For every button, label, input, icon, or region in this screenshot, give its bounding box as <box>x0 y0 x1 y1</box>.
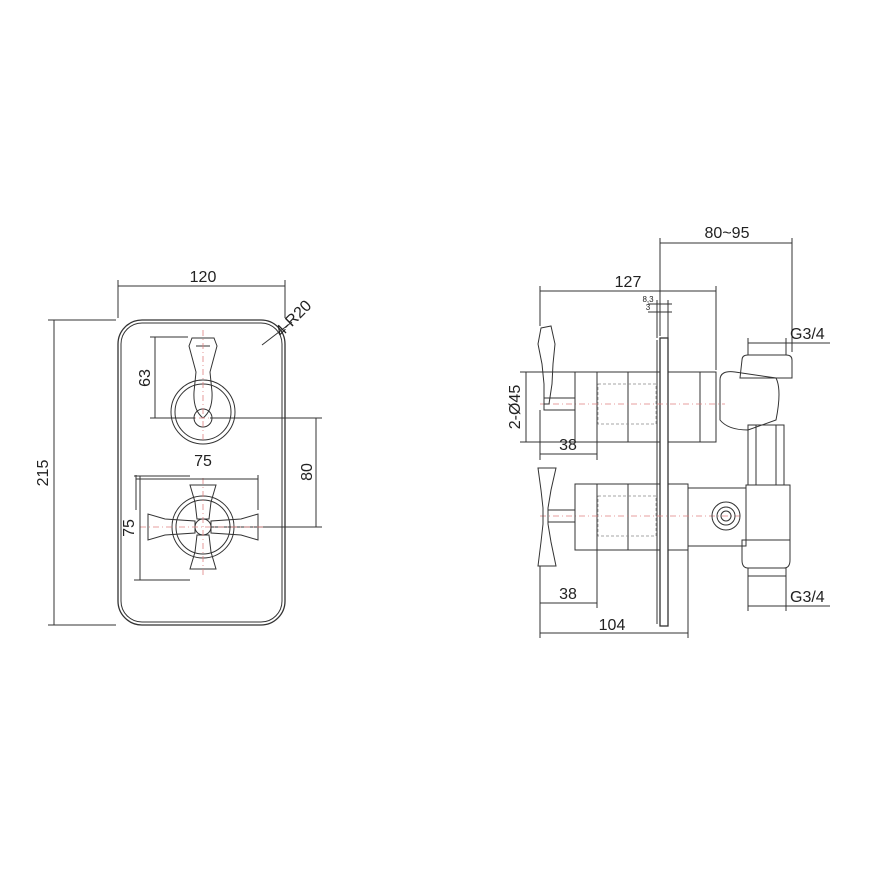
overall-depth-label: 127 <box>615 274 642 291</box>
side-view: 80~95 127 8,3 3 2-Ø45 38 38 104 <box>507 225 830 638</box>
faceplate-outline <box>117 319 286 626</box>
cross-handle <box>140 478 266 578</box>
faceplate-inner-outline <box>120 322 283 623</box>
plate-bottom-label: 3 <box>646 303 651 312</box>
corner-radius-label: 4-R20 <box>272 297 315 340</box>
front-height-label: 215 <box>35 460 52 487</box>
inlet-pipe <box>711 342 793 577</box>
lever-handle <box>160 330 260 445</box>
inlet-top-label: G3/4 <box>790 326 825 343</box>
inlet-bottom-label: G3/4 <box>790 589 825 606</box>
cross-height-label: 75 <box>121 519 138 537</box>
outlet-port <box>711 501 741 531</box>
wall-plate <box>659 337 669 627</box>
front-width-label: 120 <box>190 269 217 286</box>
handle-spacing-label: 80 <box>299 463 316 481</box>
diameter-label: 2-Ø45 <box>507 385 524 430</box>
lever-projection-label: 38 <box>559 437 577 454</box>
cross-width-label: 75 <box>194 453 212 470</box>
front-view: 120 215 4-R20 63 80 <box>35 269 322 626</box>
body-depth-label: 104 <box>599 617 626 634</box>
plate-top-label: 8,3 <box>642 295 654 304</box>
lever-height-label: 63 <box>137 369 154 387</box>
wall-depth-label: 80~95 <box>705 225 750 242</box>
cross-projection-label: 38 <box>559 586 577 603</box>
